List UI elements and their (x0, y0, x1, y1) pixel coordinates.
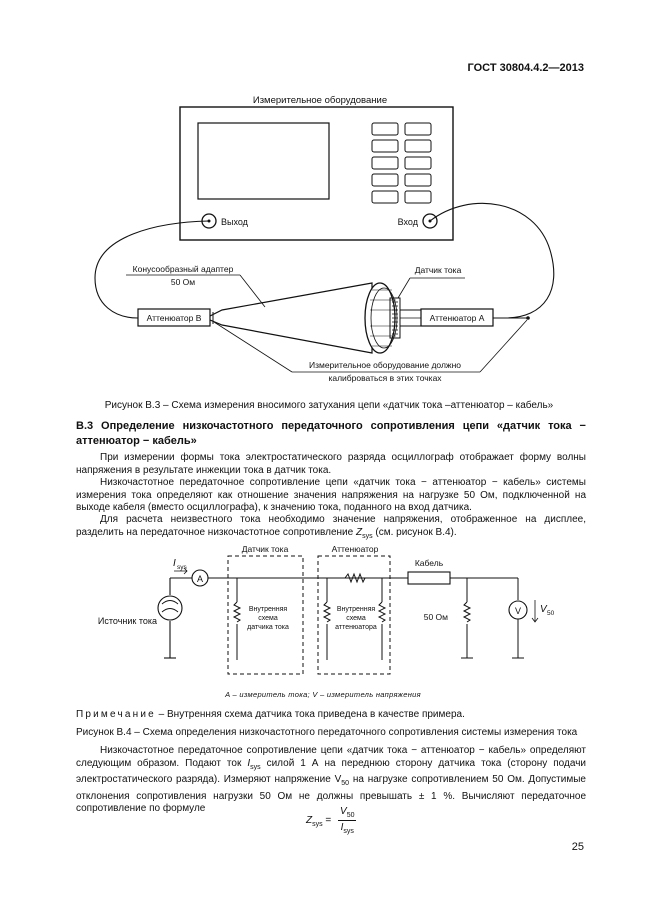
section-heading: В.3 Определение низкочастотного передато… (76, 420, 586, 447)
current-source-label: Источник тока (98, 616, 157, 626)
current-sensor-label: Датчик тока (415, 265, 462, 275)
attenuator-a-box (420, 308, 494, 327)
attenuator-title: Аттенюатор (332, 544, 379, 554)
cable-label: Кабель (415, 558, 444, 568)
inner-att-line3: аттенюатора (335, 624, 377, 631)
paragraph-1: При измерении формы тока электростатичес… (76, 452, 586, 476)
voltage-subscript: 50 (547, 610, 555, 617)
measuring-equipment-box (179, 106, 454, 241)
cable-input-to-attenuator-a (429, 202, 555, 319)
output-connector (201, 213, 217, 229)
current-source-symbol (157, 595, 183, 621)
equipment-buttons (371, 122, 432, 204)
input-connector (422, 213, 438, 229)
paragraph-4: Низкочастотное передаточное сопротивлени… (76, 745, 586, 814)
figure-b3-caption: Рисунок В.3 – Схема измерения вносимого … (105, 399, 554, 411)
calibration-note-line1: Измерительное оборудование должно (309, 360, 461, 370)
attenuator-a-label: Аттенюатор А (430, 313, 485, 323)
load-label: 50 Ом (424, 612, 448, 622)
current-sensor-dashed-box (227, 555, 304, 675)
voltmeter-symbol (508, 600, 528, 620)
current-symbol: I (173, 558, 176, 569)
ammeter-letter: A (197, 574, 203, 584)
current-sensor-body (364, 282, 396, 354)
attenuator-series-resistor (344, 572, 366, 584)
ammeter-symbol (191, 569, 209, 587)
voltage-symbol: V (540, 604, 548, 615)
attenuator-b-label: Аттенюатор В (147, 313, 202, 323)
calibration-note-line2: калиброваться в этих точках (328, 373, 442, 383)
cable-output-to-attenuator-b (94, 220, 210, 319)
conical-adapter (209, 282, 373, 354)
inner-att-line2: схема (346, 615, 366, 622)
attenuator-dashed-box (317, 555, 391, 675)
voltmeter-letter: V (515, 606, 521, 616)
output-label: Выход (221, 217, 249, 227)
cable-symbol (407, 571, 451, 585)
page-number: 25 (571, 841, 584, 853)
figure-b4-legend: A – измеритель тока; V – измеритель напр… (225, 690, 421, 699)
adapter-label-line2: 50 Ом (171, 277, 195, 287)
current-sensor-title: Датчик тока (242, 544, 289, 554)
adapter-label-line1: Конусообразный адаптер (133, 264, 234, 274)
figure-b4-caption: Рисунок В.4 – Схема определения низкочас… (76, 727, 578, 738)
paragraph-3: Для расчета неизвестного тока необходимо… (76, 514, 586, 540)
sensor-connector (399, 309, 422, 327)
input-label: Вход (398, 217, 419, 227)
standard-header: ГОСТ 30804.4.2—2013 (467, 62, 585, 74)
equipment-display (197, 122, 330, 200)
current-subscript: sys (177, 564, 188, 571)
figure-b4-note: Примечание – Внутренняя схема датчика то… (76, 709, 465, 720)
inner-sensor-line2: схема (258, 615, 278, 622)
load-resistor (462, 601, 472, 623)
inner-att-line1: Внутренняя (337, 606, 376, 613)
equipment-title: Измерительное оборудование (253, 95, 387, 106)
inner-sensor-line3: датчика тока (247, 624, 289, 631)
inner-sensor-line1: Внутренняя (249, 606, 288, 613)
paragraph-2: Низкочастотное передаточное сопротивлени… (76, 477, 586, 513)
attenuator-b-box (137, 308, 211, 327)
